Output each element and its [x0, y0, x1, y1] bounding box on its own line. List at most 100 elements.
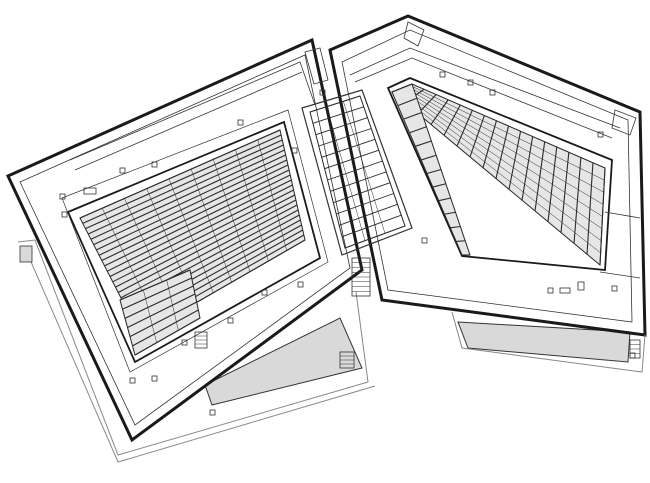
right-hall-side-seats-row — [391, 83, 413, 93]
right-hall-seats-col — [409, 84, 605, 181]
left-hall-seats-col — [257, 139, 287, 251]
left-hall-front-seats-col — [119, 299, 136, 356]
right-side-line — [604, 211, 641, 219]
connector-seats-col — [309, 111, 346, 249]
right-hall-side-seats-row — [426, 168, 442, 175]
left-hall-seats-col — [213, 159, 251, 272]
connector-frame — [301, 89, 413, 256]
right-top-ledge — [349, 47, 621, 129]
left-hall-front-seats-row — [124, 285, 194, 319]
left-hall-seats-row — [104, 174, 291, 267]
right-hall-side-seats-row — [409, 126, 427, 134]
connector-seats-row — [315, 117, 368, 136]
right-hall-side-seats-row — [432, 183, 446, 188]
left-hall-seats — [79, 129, 306, 336]
column-box — [119, 167, 126, 174]
connector-seats-row — [321, 138, 376, 158]
details — [59, 21, 641, 416]
gray-area-left — [204, 317, 363, 406]
column-box — [151, 161, 158, 168]
left-top-ledge-2 — [74, 71, 303, 171]
gray-area-right — [457, 321, 631, 363]
left-hall-seats-row — [112, 189, 294, 283]
column-box — [319, 89, 326, 96]
column-box — [151, 375, 158, 382]
right-hall-side-seats-row — [450, 225, 461, 229]
left-hall-seats-row — [87, 144, 284, 235]
left-hall-seats-row — [107, 179, 292, 272]
left-annex-outline-2 — [24, 247, 376, 463]
connector-seats-row — [341, 214, 402, 238]
right-hall-side-seats-row — [456, 240, 466, 242]
column-box — [181, 339, 188, 346]
column-box — [129, 377, 136, 384]
connector-seats-row — [327, 160, 383, 181]
left-hall-seats-row — [79, 129, 281, 219]
small-room — [83, 187, 97, 195]
left-hall-front-seats-col — [166, 279, 179, 331]
column-box — [547, 287, 554, 294]
right-hall-seats-col — [406, 85, 604, 193]
left-hall-floor — [66, 120, 322, 364]
column-box — [421, 237, 428, 244]
right-annex-outline — [451, 311, 646, 373]
left-annex-outline — [17, 239, 369, 456]
connector-seats-row — [318, 128, 372, 147]
connector-seats-col — [343, 101, 386, 234]
left-hall-seats-col — [279, 129, 306, 241]
corner-stair — [403, 21, 425, 47]
connector-seats-row — [336, 193, 394, 215]
right-hall-seats-col — [391, 91, 601, 266]
left-hall-seats-row — [96, 159, 288, 251]
corner-stair — [304, 47, 329, 85]
connector-seats-col — [359, 95, 406, 227]
right-hall-seats-col — [396, 89, 602, 241]
left-top-ledge — [69, 61, 316, 161]
building-outlines — [5, 14, 647, 463]
column-box — [291, 147, 298, 154]
right-hall-side-seats-row — [438, 197, 451, 202]
left-hall-front-seats-col — [189, 269, 201, 319]
right-hall-side-seats — [391, 83, 471, 256]
connector-seats-row — [344, 225, 406, 249]
right-hall-side-seats-row — [415, 140, 432, 147]
left-hall-seats-row — [120, 204, 298, 299]
right-hall-side-seats-row — [421, 154, 437, 161]
left-hall-seats-col — [235, 149, 269, 262]
left-hall-seats-row — [115, 194, 296, 288]
left-block-outer-wall — [5, 37, 364, 443]
left-hall-front-seats — [119, 269, 201, 356]
right-hall-seats — [391, 83, 606, 267]
right-block-inner-wall — [341, 29, 633, 323]
shaded-areas — [204, 317, 631, 406]
connector-seats-row — [309, 95, 361, 113]
left-hall-seats-row — [98, 164, 289, 256]
left-hall-seats-col — [168, 178, 214, 293]
right-hall-side-seats-col — [411, 83, 471, 256]
left-hall-front-seats-col — [143, 289, 157, 343]
column-box — [261, 289, 268, 296]
connector-seats-row — [324, 149, 379, 170]
left-block-inner-wall — [19, 54, 351, 426]
left-hall-front-seats-row — [132, 309, 199, 347]
left-hall-seats-row — [82, 134, 282, 224]
connector-seats-row — [339, 203, 398, 226]
column-box — [59, 193, 66, 200]
left-hall-front-seats-row — [134, 317, 201, 356]
right-hall-floor — [386, 77, 613, 271]
connector-seats-row — [333, 182, 391, 204]
left-hall-front-seats-row — [119, 269, 191, 301]
left-hall-front-seats-row — [129, 301, 197, 338]
seating-blocks — [79, 83, 606, 356]
connector-seats-boundary — [309, 95, 406, 249]
right-hall-seats-col — [411, 83, 606, 169]
right-side-line-2 — [599, 271, 641, 279]
column-box — [237, 119, 244, 126]
left-hall-seats-row — [93, 154, 286, 246]
left-hall-seats-row — [85, 139, 283, 230]
left-hall-aisle — [61, 109, 329, 373]
small-room — [559, 287, 571, 294]
right-hall-side-seats-col — [391, 91, 463, 256]
left-hall-front-seats-row — [127, 293, 196, 328]
